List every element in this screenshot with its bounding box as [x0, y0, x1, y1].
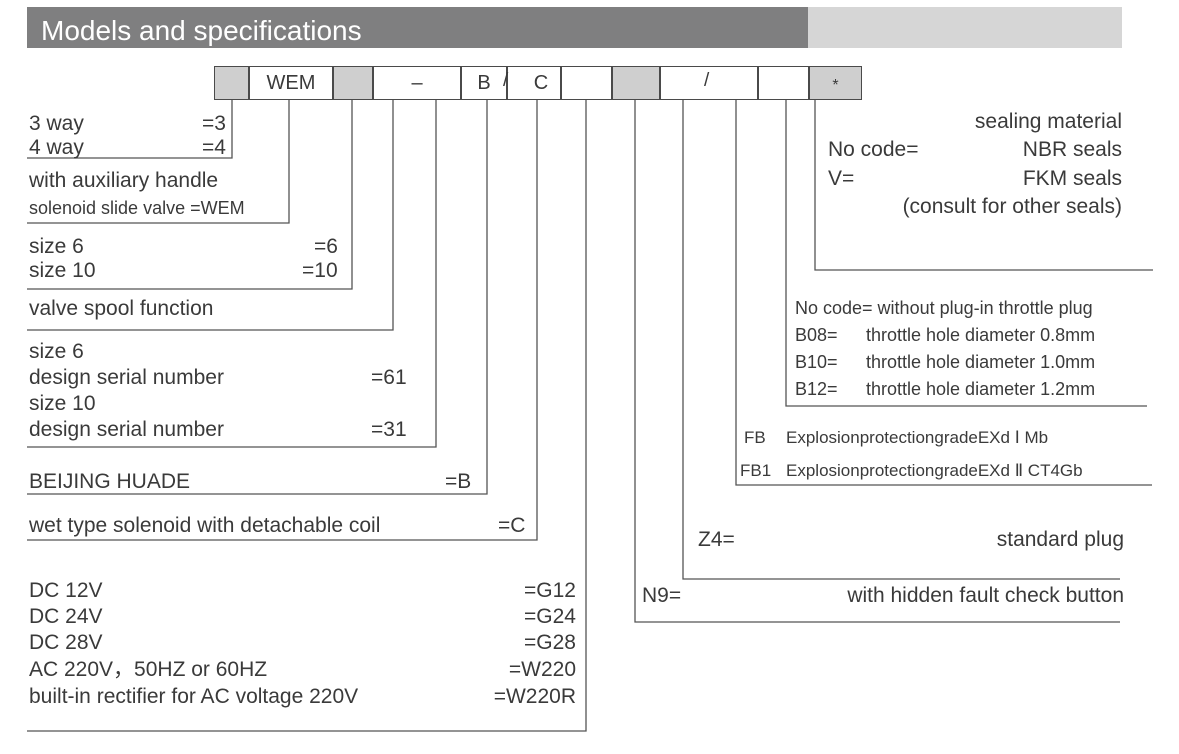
plug-text: standard plug	[996, 528, 1124, 551]
size-10-code: =10	[302, 259, 338, 282]
connector-plug	[682, 100, 1120, 580]
code-box-seals: *	[809, 66, 862, 100]
connector-spool	[27, 100, 394, 331]
explosion-text: ExplosionprotectiongradeEXd Ⅰ Mb	[786, 428, 1049, 447]
size-6-code: =6	[314, 235, 338, 258]
size-6-label: size 6	[29, 235, 84, 258]
ways-4-code: =4	[202, 136, 226, 159]
ways-3-label: 3 way	[29, 112, 84, 135]
type-line2: solenoid slide valve =WEM	[29, 198, 245, 218]
connector-type	[27, 100, 290, 224]
maker-code: =B	[445, 470, 472, 493]
throttle-code: B12=	[795, 379, 838, 399]
connector-solenoid	[27, 100, 538, 541]
ways-3-code: =3	[202, 112, 226, 135]
connector-ways	[27, 100, 233, 159]
voltage-code: =W220	[508, 658, 576, 681]
design-code10: =31	[371, 418, 407, 441]
plug-code: Z4=	[698, 528, 735, 551]
seals-v-value: FKM seals	[1022, 167, 1122, 190]
spool-label: valve spool function	[29, 297, 214, 320]
size-10-label: size 10	[29, 259, 96, 282]
voltage-label: AC 220V，50HZ or 60HZ	[29, 658, 268, 681]
code-box-plug-explosion	[660, 66, 758, 100]
voltage-label: DC 28V	[29, 631, 103, 654]
seals-v-key: V=	[828, 167, 855, 190]
header-bar-accent	[808, 7, 1122, 48]
throttle-text: throttle hole diameter 0.8mm	[866, 325, 1096, 345]
connector-voltage	[27, 100, 587, 732]
explosion-code: FB1	[740, 461, 772, 480]
code-box-voltage	[561, 66, 612, 100]
throttle-text: throttle hole diameter 1.0mm	[866, 352, 1096, 372]
voltage-code: =G12	[524, 579, 576, 602]
voltage-label: built-in rectifier for AC voltage 220V	[29, 685, 359, 708]
type-line1: with auxiliary handle	[29, 169, 219, 192]
solenoid-code: =C	[498, 514, 526, 537]
code-box-throttle	[758, 66, 809, 100]
throttle-nocode: No code= without plug-in throttle plug	[795, 298, 1093, 318]
design-size10: size 10	[29, 392, 96, 415]
page-title: Models and specifications	[41, 15, 362, 46]
code-box-spool-design: –	[373, 66, 461, 100]
code-box-maker: B	[461, 66, 507, 100]
connector-design	[27, 100, 437, 448]
design-serial6: design serial number	[29, 366, 224, 389]
code-box-ways	[214, 66, 249, 100]
code-box-fault	[612, 66, 660, 100]
code-box-size	[333, 66, 373, 100]
throttle-code: B10=	[795, 352, 838, 372]
design-serial10: design serial number	[29, 418, 224, 441]
seals-nocode-key: No code=	[828, 138, 919, 161]
separator-slash: /	[503, 70, 509, 91]
throttle-code: B08=	[795, 325, 838, 345]
connector-size	[27, 100, 353, 290]
voltage-code: =G28	[524, 631, 576, 654]
explosion-code: FB	[744, 428, 766, 447]
voltage-label: DC 12V	[29, 579, 103, 602]
maker-label: BEIJING HUADE	[29, 470, 191, 493]
separator-slash: /	[704, 70, 710, 91]
voltage-code: =G24	[524, 605, 576, 628]
solenoid-label: wet type solenoid with detachable coil	[29, 514, 381, 537]
fault-code: N9=	[642, 584, 682, 607]
connector-throttle	[785, 100, 1147, 407]
throttle-text: throttle hole diameter 1.2mm	[866, 379, 1096, 399]
connector-explosion	[735, 100, 1152, 486]
seals-note: (consult for other seals)	[902, 195, 1122, 218]
voltage-label: DC 24V	[29, 605, 103, 628]
fault-text: with hidden fault check button	[847, 584, 1124, 607]
design-code6: =61	[371, 366, 407, 389]
ways-4-label: 4 way	[29, 136, 84, 159]
connector-fault	[634, 100, 1120, 623]
voltage-code: =W220R	[493, 685, 576, 708]
explosion-text: ExplosionprotectiongradeEXd Ⅱ CT4Gb	[786, 461, 1083, 480]
seals-nocode-value: NBR seals	[1022, 138, 1122, 161]
code-box-type: WEM	[249, 66, 333, 100]
seals-title: sealing material	[974, 110, 1122, 133]
design-size6: size 6	[29, 340, 84, 363]
connector-maker	[27, 100, 488, 495]
connector-seals	[814, 100, 1153, 271]
header-bar	[27, 7, 808, 48]
code-box-solenoid: C	[507, 66, 561, 100]
